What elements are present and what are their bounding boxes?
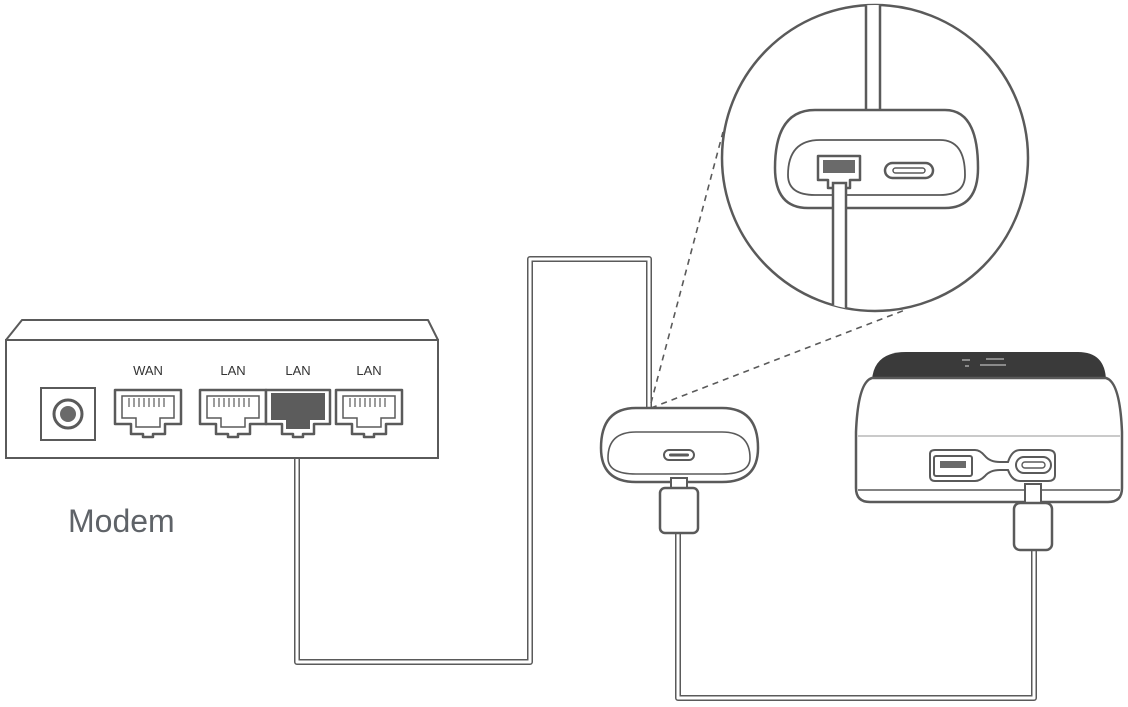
- wan-port: [113, 388, 183, 439]
- power-bank-usb-c-plug: [1012, 483, 1054, 552]
- lan-port-3: [334, 388, 404, 439]
- port-label-lan-3: LAN: [356, 363, 381, 378]
- adapter-device: [599, 406, 760, 484]
- zoom-usb-c-port: [883, 161, 935, 180]
- port-label-wan: WAN: [133, 363, 163, 378]
- modem-device: WAN LAN LAN LAN: [5, 319, 439, 459]
- usb-c-cable: [675, 530, 1037, 701]
- zoom-ethernet-port: [816, 154, 862, 190]
- ethernet-cable: [294, 256, 652, 665]
- usb-a-port: [933, 455, 973, 477]
- port-label-lan-1: LAN: [220, 363, 245, 378]
- power-bank-device: [854, 352, 1124, 504]
- zoom-callout: [650, 3, 1030, 409]
- lan-port-2-connected: [264, 388, 332, 439]
- power-bank-usb-c-port: [1015, 456, 1052, 474]
- port-label-lan-2: LAN: [285, 363, 310, 378]
- power-jack: [40, 387, 96, 441]
- modem-caption: Modem: [68, 503, 175, 539]
- adapter-usb-c-plug: [658, 477, 700, 535]
